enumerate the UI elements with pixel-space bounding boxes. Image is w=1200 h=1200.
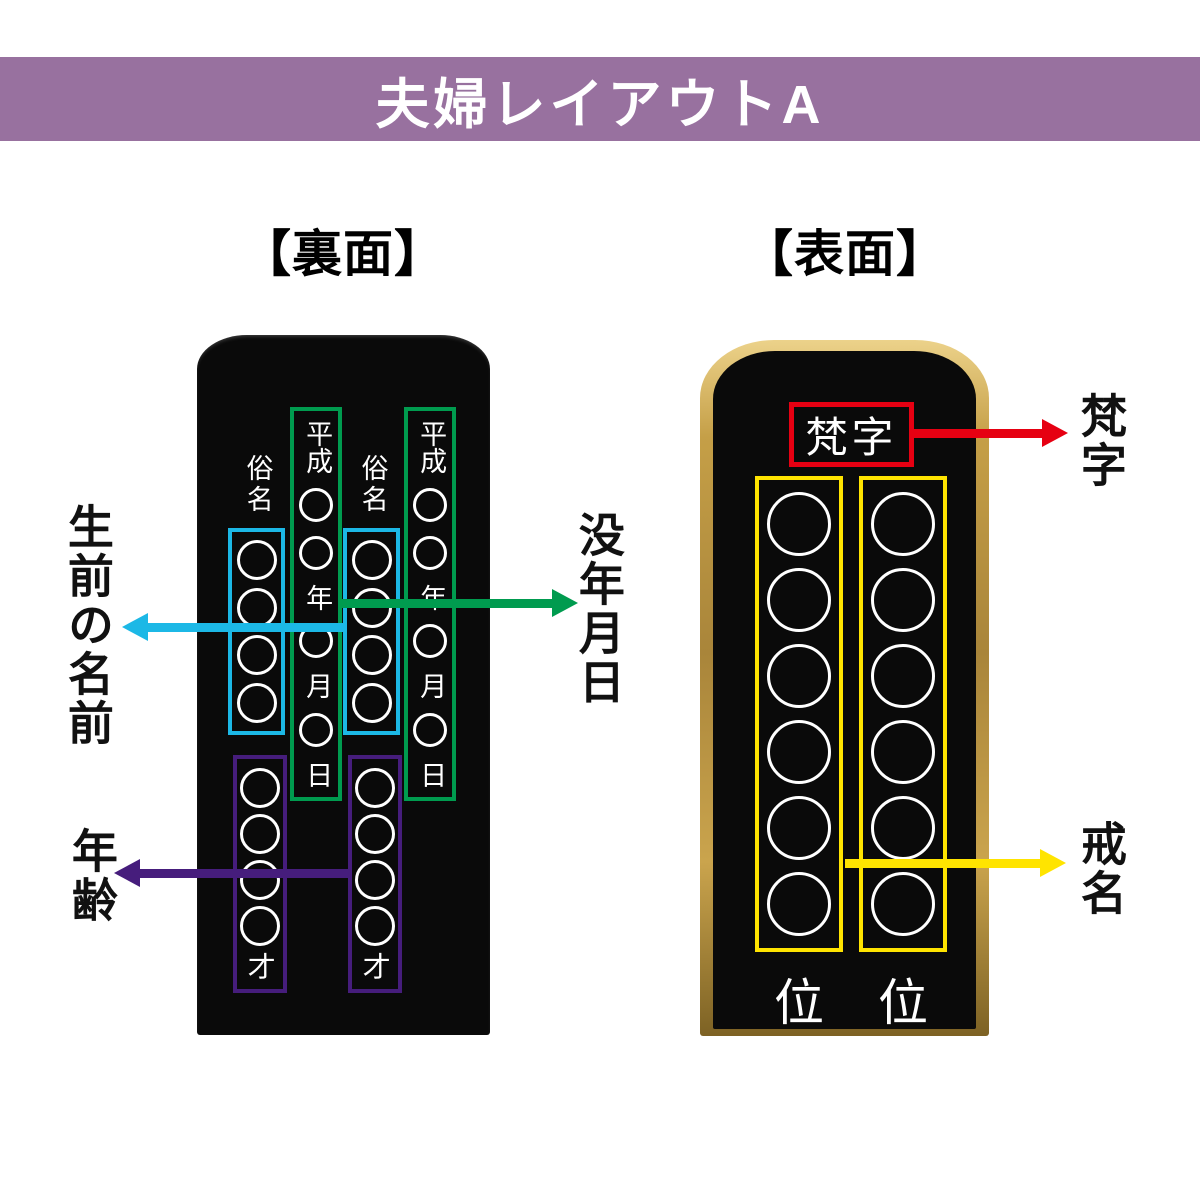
digit-placeholder-circle xyxy=(240,814,280,854)
char-placeholder-circle xyxy=(767,492,831,556)
rank-char-left: 位 xyxy=(774,974,824,1032)
digit-placeholder-circle xyxy=(413,713,447,748)
char-placeholder-circle xyxy=(871,568,935,632)
digit-placeholder-circle xyxy=(299,535,333,570)
era-text: 平成 xyxy=(301,420,333,474)
front-tablet: 梵字 位 位 xyxy=(700,340,989,1036)
death-date-box-left: 平成 年 月 日 xyxy=(290,407,342,801)
digit-placeholder-circle xyxy=(299,487,333,522)
char-placeholder-circle xyxy=(871,872,935,936)
digit-placeholder-circle xyxy=(240,906,280,946)
char-placeholder-circle xyxy=(767,872,831,936)
secular-name-caption-text: 俗名 xyxy=(356,454,388,516)
digit-placeholder-circle xyxy=(299,713,333,748)
secular-name-arrowhead-left-icon xyxy=(122,613,148,641)
digit-placeholder-circle xyxy=(240,860,280,900)
age-arrowhead-left-icon xyxy=(114,859,140,887)
front-tablet-face: 梵字 位 位 xyxy=(713,351,976,1032)
secular-name-caption-text: 俗名 xyxy=(241,454,273,516)
label-bonji: 梵字 xyxy=(1074,392,1127,490)
month-char: 月 xyxy=(301,672,333,700)
char-placeholder-circle xyxy=(767,644,831,708)
day-char: 日 xyxy=(301,760,333,788)
back-panel-title: 【裏面】 xyxy=(241,226,445,282)
bonji-box: 梵字 xyxy=(789,402,914,467)
char-placeholder-circle xyxy=(767,568,831,632)
char-placeholder-circle xyxy=(236,539,277,580)
digit-placeholder-circle xyxy=(413,487,447,522)
label-name-before-death: 生前の名前 xyxy=(61,503,114,748)
char-placeholder-circle xyxy=(351,539,392,580)
age-arrow-line xyxy=(138,869,350,878)
rank-char-right: 位 xyxy=(878,974,928,1032)
char-placeholder-circle xyxy=(871,492,935,556)
secular-name-box-right xyxy=(343,528,400,735)
death-date-arrow-line xyxy=(338,599,554,608)
era-text: 平成 xyxy=(415,420,447,474)
char-placeholder-circle xyxy=(767,720,831,784)
month-char: 月 xyxy=(415,672,447,700)
header-banner: 夫婦レイアウトA xyxy=(0,57,1200,141)
secular-name-caption-left: 俗名 xyxy=(228,440,285,530)
char-placeholder-circle xyxy=(871,644,935,708)
death-date-arrowhead-right-icon xyxy=(552,589,578,617)
char-placeholder-circle xyxy=(871,720,935,784)
char-placeholder-circle xyxy=(767,796,831,860)
age-suffix-char: 才 xyxy=(358,952,392,980)
label-age: 年齢 xyxy=(65,827,118,925)
digit-placeholder-circle xyxy=(413,624,447,659)
kaimyo-arrowhead-right-icon xyxy=(1040,849,1066,877)
char-placeholder-circle xyxy=(871,796,935,860)
digit-placeholder-circle xyxy=(355,906,395,946)
digit-placeholder-circle xyxy=(413,535,447,570)
char-placeholder-circle xyxy=(351,635,392,676)
age-box-right: 才 xyxy=(348,755,402,993)
char-placeholder-circle xyxy=(351,683,392,724)
digit-placeholder-circle xyxy=(355,814,395,854)
bonji-arrowhead-right-icon xyxy=(1042,419,1068,447)
digit-placeholder-circle xyxy=(240,768,280,808)
day-char: 日 xyxy=(415,760,447,788)
label-death-date: 没年月日 xyxy=(572,511,625,707)
year-char: 年 xyxy=(301,583,333,611)
front-panel-title: 【表面】 xyxy=(743,226,947,282)
bonji-text: 梵字 xyxy=(805,413,898,462)
page-title: 夫婦レイアウトA xyxy=(375,74,825,135)
char-placeholder-circle xyxy=(236,683,277,724)
label-kaimyo: 戒名 xyxy=(1074,820,1127,918)
digit-placeholder-circle xyxy=(355,860,395,900)
kaimyo-box-right xyxy=(859,476,947,952)
age-suffix-char: 才 xyxy=(243,952,277,980)
kaimyo-arrow-line xyxy=(845,859,1042,868)
char-placeholder-circle xyxy=(236,587,277,628)
char-placeholder-circle xyxy=(236,635,277,676)
secular-name-caption-right: 俗名 xyxy=(343,440,400,530)
kaimyo-box-left xyxy=(755,476,843,952)
bonji-arrow-line xyxy=(912,429,1044,438)
digit-placeholder-circle xyxy=(355,768,395,808)
secular-name-arrow-line xyxy=(146,623,346,632)
back-tablet: 俗名 平成 年 月 日 俗名 平成 xyxy=(197,335,490,1035)
